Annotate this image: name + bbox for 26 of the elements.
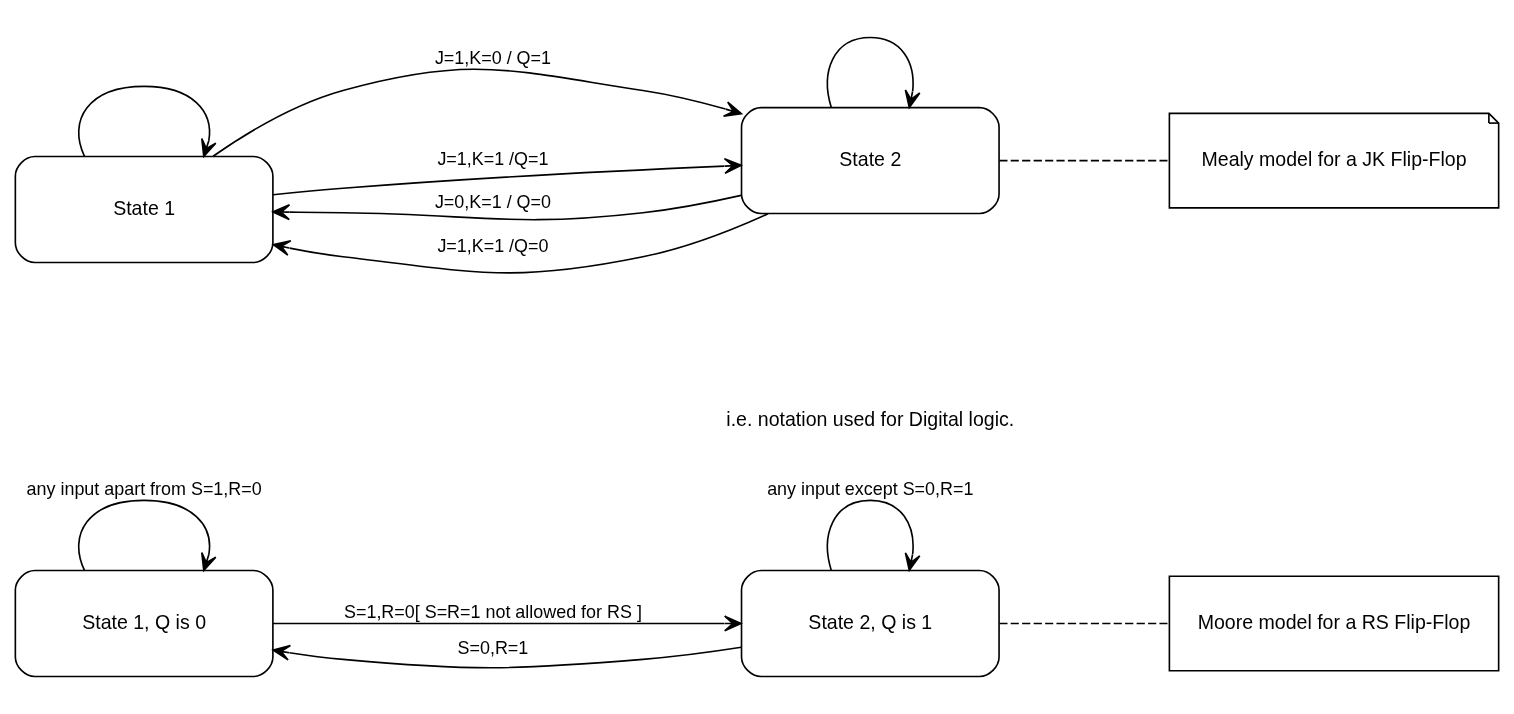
node-box: State 2, Q is 1	[740, 569, 1000, 678]
arrow	[272, 157, 742, 196]
arrow	[77, 85, 217, 158]
edge-label: S=0,R=1	[457, 638, 529, 659]
arrow	[272, 194, 742, 221]
edge-label: J=1,K=1 /Q=0	[437, 235, 549, 256]
node-box: Moore model for a RS Flip-Flop	[1168, 575, 1500, 672]
label: i.e. notation used for Digital logic.	[726, 408, 1015, 431]
edge-label: J=0,K=1 / Q=0	[434, 191, 551, 212]
edge-label: J=1,K=0 / Q=1	[434, 48, 551, 69]
edge-label: J=1,K=1 /Q=1	[437, 149, 549, 170]
edge-label: any input apart from S=1,R=0	[26, 479, 262, 500]
edge-label: any input except S=0,R=1	[767, 479, 974, 500]
node-box: State 1	[14, 155, 274, 264]
node-box: State 1, Q is 0	[14, 569, 274, 678]
connector	[998, 159, 1170, 162]
arrow	[272, 644, 743, 669]
arrow	[272, 615, 742, 632]
arrow	[826, 499, 921, 572]
node-box: State 2	[740, 106, 1000, 215]
edge-label: S=1,R=0[ S=R=1 not allowed for RS ]	[344, 602, 642, 623]
arrow	[272, 212, 769, 274]
arrow	[826, 36, 921, 109]
arrow	[212, 68, 743, 158]
connector	[998, 622, 1170, 625]
arrow	[77, 499, 217, 572]
